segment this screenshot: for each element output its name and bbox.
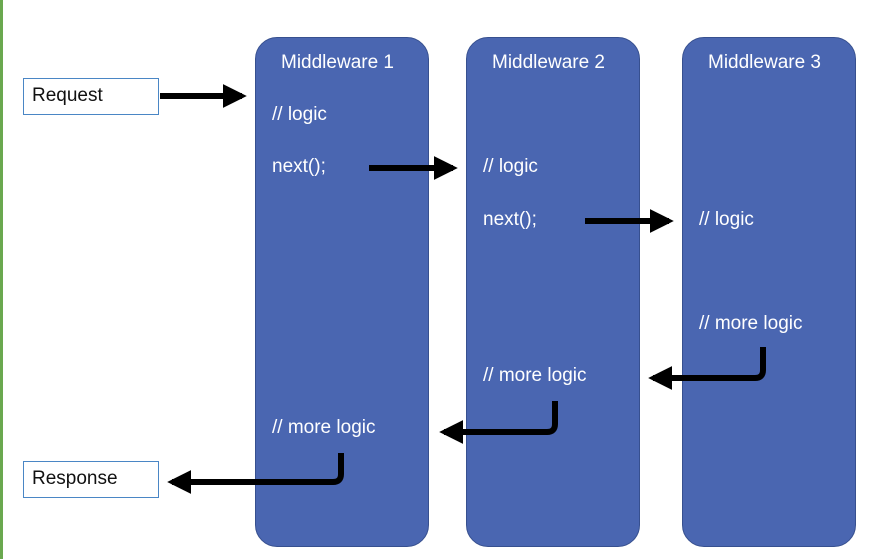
middleware-2-return-arrow	[439, 401, 558, 444]
middleware-2-title: Middleware 2	[492, 52, 605, 73]
middleware-1-more-logic: // more logic	[272, 417, 376, 438]
middleware-1-next: next();	[272, 156, 326, 177]
response-box: Response	[23, 461, 159, 498]
middleware-3-more-logic: // more logic	[699, 313, 803, 334]
middleware-2-more-logic: // more logic	[483, 365, 587, 386]
middleware-3-column	[682, 37, 856, 547]
middleware-1-logic: // logic	[272, 104, 327, 125]
middleware-1-title: Middleware 1	[281, 52, 394, 73]
request-box: Request	[23, 78, 159, 115]
middleware-3-title: Middleware 3	[708, 52, 821, 73]
middleware-2-column	[466, 37, 640, 547]
middleware-2-next: next();	[483, 209, 537, 230]
middleware-3-return-arrow	[648, 347, 766, 390]
middleware-2-logic: // logic	[483, 156, 538, 177]
response-arrow	[167, 453, 344, 494]
middleware-3-logic: // logic	[699, 209, 754, 230]
left-edge-line	[0, 0, 3, 559]
